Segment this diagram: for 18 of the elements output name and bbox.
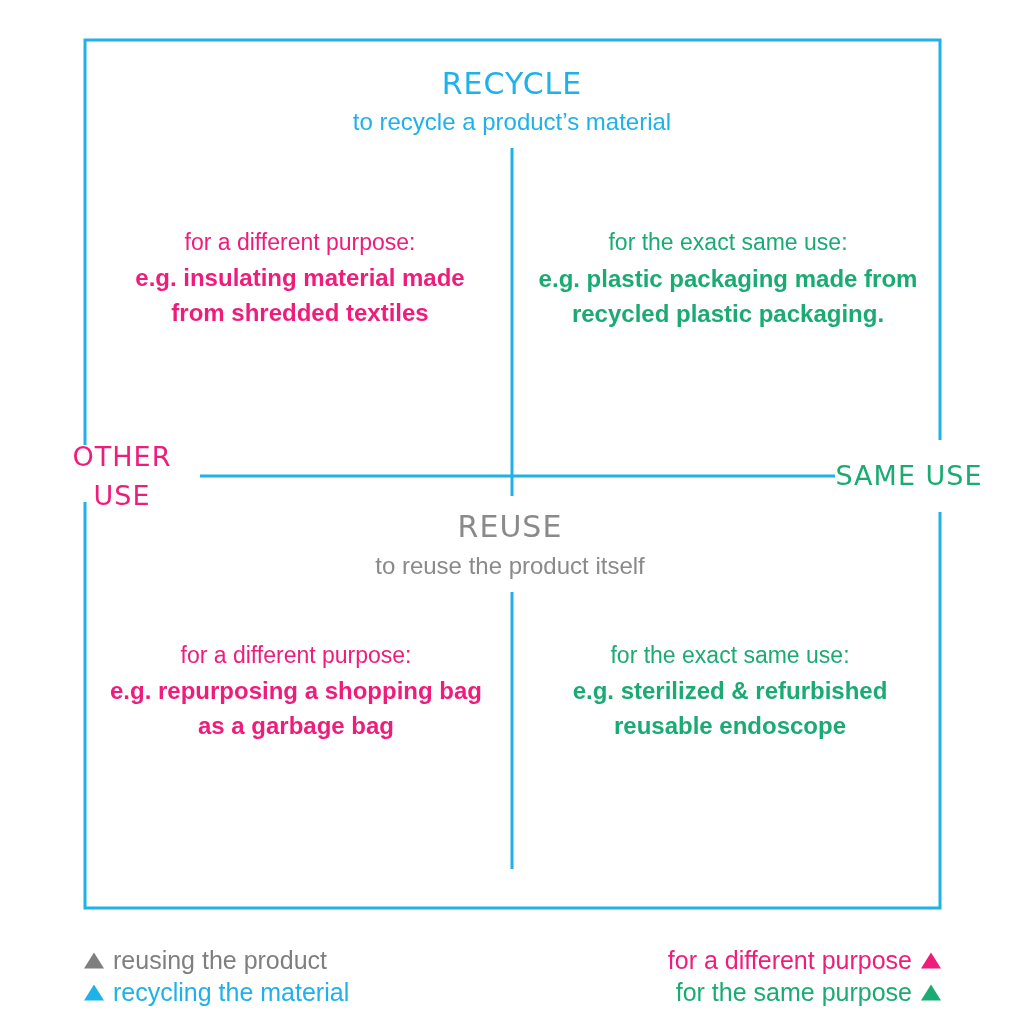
example-text: e.g. repurposing a shopping bag as a garbage bag bbox=[109, 676, 483, 741]
quadrant-heading: for the exact same use: bbox=[609, 641, 851, 671]
quadrant-heading: for a different purpose: bbox=[183, 228, 417, 258]
subheading: to recycle a product’s material bbox=[351, 106, 673, 137]
axis-label: OTHER USE bbox=[71, 439, 173, 513]
legend-text: for the same purpose bbox=[675, 977, 912, 1007]
quadrant-heading: for a different purpose: bbox=[179, 641, 413, 671]
example-text: e.g. insulating material made from shredded textiles bbox=[134, 263, 466, 328]
heading: REUSE bbox=[456, 508, 564, 547]
legend-text: reusing the product bbox=[113, 945, 328, 975]
legend-text: for a different purpose bbox=[667, 945, 912, 975]
axis-label: SAME USE bbox=[834, 459, 984, 494]
quadrant-heading: for the exact same use: bbox=[607, 228, 849, 258]
legend-text: recycling the material bbox=[113, 977, 350, 1007]
subheading: to reuse the product itself bbox=[374, 550, 646, 581]
heading: RECYCLE bbox=[440, 65, 584, 104]
example-text: e.g. sterilized & refurbished reusable endoscope bbox=[571, 676, 889, 741]
example-text: e.g. plastic packaging made from recycled plastic packaging. bbox=[537, 264, 919, 329]
